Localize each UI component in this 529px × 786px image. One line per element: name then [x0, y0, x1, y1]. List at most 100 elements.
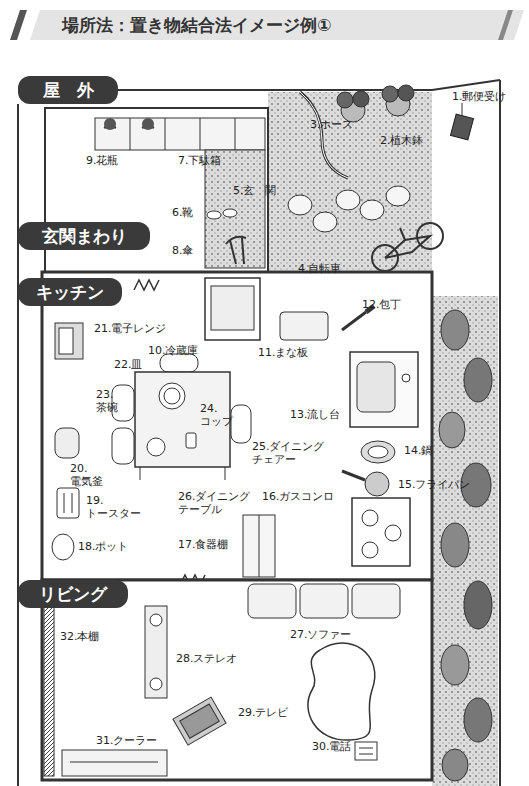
flower — [142, 118, 154, 130]
stepping-stone — [336, 190, 360, 210]
garden-stone — [464, 698, 492, 742]
callout-label: 27.ソファー — [290, 628, 352, 641]
hose — [300, 92, 348, 178]
section-tab: 屋 外 — [18, 76, 118, 104]
section-name: リビング — [39, 583, 107, 606]
tv-screen — [180, 704, 219, 738]
callout-label: 1.郵便受け — [452, 90, 507, 103]
burner — [385, 525, 401, 541]
title-band — [30, 10, 524, 40]
stepping-stone — [386, 186, 410, 206]
title-slash — [10, 10, 27, 40]
toaster-slot — [64, 493, 65, 513]
callout-label: 15.フライパン — [398, 478, 471, 491]
living-wall — [42, 580, 432, 780]
callout-label: 12.包丁 — [362, 298, 402, 311]
shoe — [207, 211, 221, 219]
boundary-line — [499, 80, 501, 786]
mailbox — [450, 114, 473, 140]
garden-stone — [439, 412, 465, 448]
callout-label: 11.まな板 — [258, 346, 309, 359]
burner — [362, 510, 378, 526]
umbrella — [242, 238, 244, 264]
callout-label: 4.自転車 — [298, 262, 342, 275]
section-tab: キッチン — [18, 278, 122, 306]
sink — [350, 352, 418, 427]
speaker — [150, 678, 162, 690]
callout-label: 6.靴 — [172, 206, 194, 219]
title-slash — [498, 10, 513, 40]
callout-label: 22.皿 — [114, 358, 143, 371]
shoe — [223, 209, 237, 217]
knife — [342, 312, 366, 330]
bicycle-frame — [400, 228, 405, 240]
section-name: 玄関まわり — [42, 225, 127, 248]
hose — [300, 92, 348, 178]
rice-bowl — [147, 438, 165, 456]
refrigerator — [205, 278, 260, 340]
air-conditioner-vent — [70, 762, 158, 763]
umbrella — [230, 240, 236, 264]
flower — [104, 118, 116, 130]
callout-label: 21.電子レンジ — [94, 322, 167, 335]
microwave — [55, 323, 83, 359]
pot-lid — [368, 446, 388, 458]
zigzag-mark — [134, 280, 159, 290]
callout-label: 28.ステレオ — [176, 652, 238, 665]
cabinet-divider — [130, 118, 131, 150]
garden-stone — [442, 749, 468, 781]
garden-stone — [464, 358, 492, 402]
garden-stone — [441, 645, 469, 685]
dining-chair — [112, 428, 134, 464]
bicycle-frame — [385, 236, 430, 258]
rice-cooker — [55, 428, 79, 458]
plate — [159, 383, 185, 409]
toaster — [57, 488, 79, 518]
callout-label: 31.クーラー — [96, 734, 158, 747]
sofa — [352, 584, 400, 618]
callout-label: 25.ダイニング チェアー — [252, 440, 336, 466]
tv-screen — [173, 697, 226, 745]
cabinet-divider — [200, 118, 201, 150]
boundary-line — [17, 104, 19, 786]
cutting-board — [280, 312, 328, 340]
callout-label: 30.電話 — [312, 740, 352, 753]
section-tab: リビング — [18, 580, 128, 608]
pan-handle — [342, 471, 365, 480]
shoe-cabinet — [95, 118, 265, 150]
sink-basin — [357, 362, 395, 412]
gas-stove — [352, 498, 410, 566]
table-leg — [225, 467, 226, 480]
pot — [361, 441, 395, 463]
callout-label: 19. トースター — [86, 494, 152, 520]
cup — [186, 433, 196, 448]
garden-stone — [441, 523, 469, 567]
callout-label: 10.冷蔵庫 — [148, 344, 199, 357]
garden-stone — [464, 581, 492, 629]
callout-label: 17.食器棚 — [178, 538, 229, 551]
burner — [362, 542, 378, 558]
plant-leaves — [353, 91, 369, 107]
telephone-keys — [359, 754, 373, 755]
table-leg — [140, 467, 141, 480]
dining-chair — [231, 405, 251, 443]
microwave-door — [59, 328, 73, 354]
plate — [164, 388, 180, 404]
callout-label: 32.本棚 — [60, 630, 100, 643]
speaker — [150, 614, 162, 626]
callout-label: 13.流し台 — [290, 408, 341, 421]
thermos-pot — [52, 534, 74, 560]
callout-label: 2.植木鉢 — [380, 134, 424, 147]
cupboard — [243, 515, 275, 577]
faucet — [402, 374, 410, 382]
leader-line — [462, 103, 463, 116]
cupboard-line — [259, 515, 260, 577]
callout-label: 24. コップ — [200, 402, 244, 428]
garden-ground — [432, 296, 498, 786]
callout-label: 18.ポット — [78, 540, 129, 553]
umbrella — [226, 237, 246, 244]
callout-label: 26.ダイニング テーブル — [178, 490, 262, 516]
plant-leaves — [382, 86, 398, 102]
